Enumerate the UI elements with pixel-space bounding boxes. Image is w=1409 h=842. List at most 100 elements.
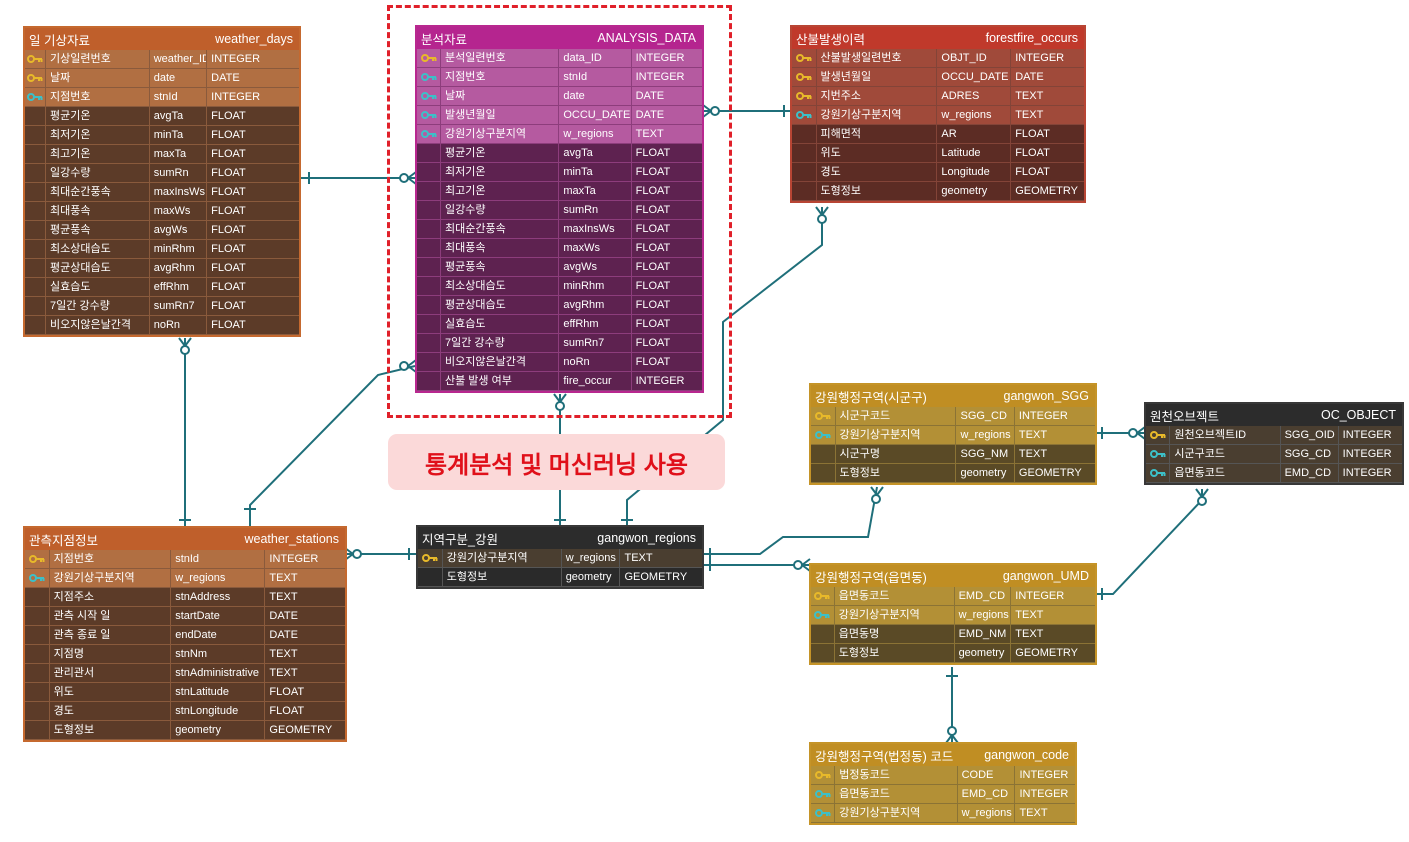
- key-cell: [417, 182, 442, 201]
- field-type: GEOMETRY: [1014, 464, 1095, 483]
- field-type: INTEGER: [1011, 49, 1084, 68]
- field-type: FLOAT: [631, 220, 702, 239]
- foreign-key-icon: [814, 809, 831, 817]
- field-column: effRhm: [559, 315, 632, 334]
- key-cell: [418, 568, 443, 587]
- field-column: SGG_NM: [956, 445, 1015, 464]
- field-label: 도형정보: [834, 644, 955, 663]
- table-name: gangwon_code: [984, 748, 1069, 762]
- table-header[interactable]: 강원행정구역(읍면동)gangwon_UMD: [811, 565, 1095, 587]
- key-cell: [811, 464, 836, 483]
- field-label: 지점주소: [49, 588, 172, 607]
- field-type: DATE: [207, 69, 300, 88]
- field-label: 날짜: [46, 69, 150, 88]
- table-header[interactable]: 강원행정구역(시군구)gangwon_SGG: [811, 385, 1095, 407]
- key-cell: [25, 69, 47, 88]
